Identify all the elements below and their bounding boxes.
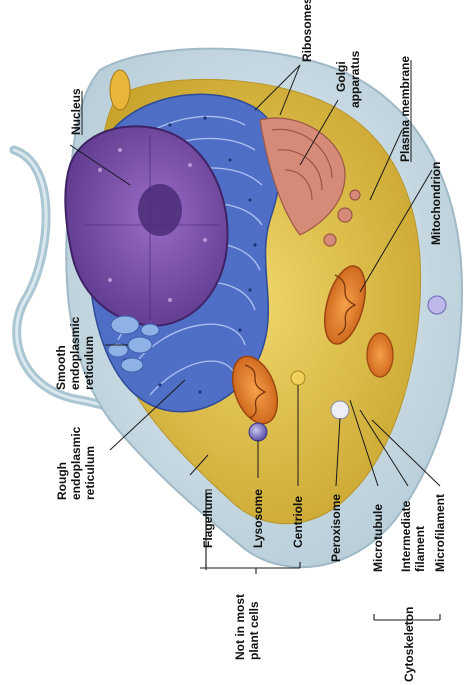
label-rough-er-3: reticulum	[83, 446, 97, 500]
label-golgi-2: apparatus	[348, 50, 362, 108]
label-mitochondrion: Mitochondrion	[429, 162, 443, 245]
label-lysosome: Lysosome	[251, 489, 265, 548]
label-rough-er-2: endoplasmic	[69, 426, 83, 500]
label-smooth-er-3: reticulum	[82, 336, 96, 390]
label-intermediate-2: filament	[413, 526, 427, 572]
peroxisome	[331, 401, 349, 419]
label-plasma-membrane: Plasma membrane	[398, 56, 412, 162]
label-centriole: Centriole	[291, 496, 305, 548]
label-microtubule: Microtubule	[371, 504, 385, 572]
vacuole	[428, 296, 446, 314]
label-peroxisome: Peroxisome	[329, 494, 343, 562]
label-microfilament: Microfilament	[433, 494, 447, 572]
label-smooth-er-1: Smooth	[54, 345, 68, 390]
label-cytoskeleton: Cytoskeleton	[402, 607, 416, 682]
label-ribosomes: Ribosomes	[300, 0, 314, 62]
label-not-in-plant-1: Not in most	[233, 594, 247, 660]
top-vesicle	[110, 70, 130, 110]
mitochondrion-lower	[367, 333, 393, 377]
label-rough-er-1: Rough	[55, 462, 69, 500]
label-flagellum: Flagellum	[201, 492, 215, 548]
label-golgi-1: Golgi	[334, 61, 348, 92]
lysosome	[249, 423, 267, 441]
centriole	[291, 371, 305, 385]
label-intermediate-1: Intermediate	[399, 500, 413, 572]
label-smooth-er-2: endoplasmic	[68, 316, 82, 390]
nucleolus	[138, 184, 182, 236]
label-nucleus: Nucleus	[69, 88, 83, 135]
label-not-in-plant-2: plant cells	[247, 601, 261, 660]
